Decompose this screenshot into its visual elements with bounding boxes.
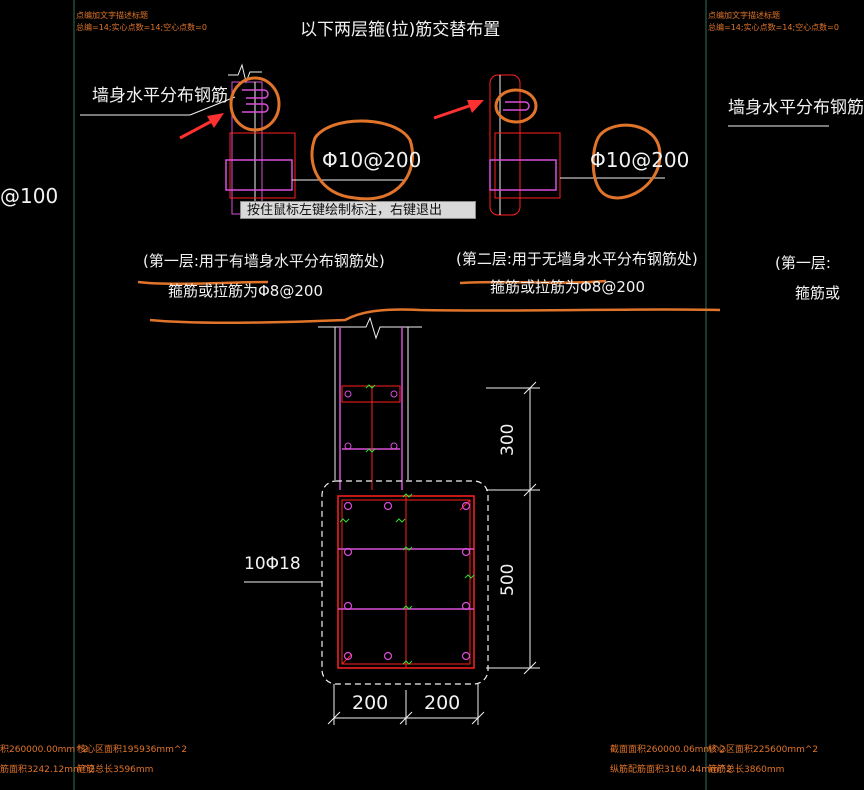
drawing-title: 以下两层箍(拉)筋交替布置 <box>300 20 501 40</box>
far-left-rebar-spec: @100 <box>0 184 59 208</box>
dimension-500: 500 <box>498 563 518 596</box>
main-rebar-spec: 10Φ18 <box>244 554 301 574</box>
right-rebar-spec: Φ10@200 <box>590 148 690 172</box>
header-left-line1: 点编加文字描述标题 <box>76 11 148 20</box>
right-detail <box>433 74 829 216</box>
section-area-right: 截面面积260000.06mm^2 <box>610 745 726 755</box>
layer1-note-line2: 箍筋或拉筋为Φ8@200 <box>168 282 323 300</box>
layer1-note-line1: (第一层:用于有墙身水平分布钢筋处) <box>143 252 385 270</box>
header-right-line1: 点编加文字描述标题 <box>708 11 780 20</box>
stirrup-length-far: 箍筋总长3860mm <box>708 765 785 775</box>
stirrup-length-mid: 箍筋总长3596mm <box>77 765 154 775</box>
rebar-area-right: 纵筋配筋面积3160.44mm^2 <box>610 765 733 775</box>
header-right-line2: 总编=14;实心点数=14;空心点数=0 <box>708 23 839 32</box>
cad-drawing-canvas[interactable] <box>0 0 829 790</box>
layer2-note-line2: 箍筋或拉筋为Φ8@200 <box>490 278 645 296</box>
dimension-200-right: 200 <box>424 692 461 714</box>
layer2-note-line1: (第二层:用于无墙身水平分布钢筋处) <box>456 250 698 268</box>
dimensions <box>327 381 540 725</box>
left-detail <box>80 63 415 215</box>
orange-markup <box>137 279 721 324</box>
rebar-area-left: 筋面积3242.12mm^2 <box>0 765 96 775</box>
left-wall-rebar-label: 墙身水平分布钢筋 <box>92 86 228 106</box>
dimension-300: 300 <box>498 423 518 456</box>
header-left-line2: 总编=14;实心点数=14;空心点数=0 <box>76 23 207 32</box>
far-right-note-line2: 箍筋或 <box>795 284 841 302</box>
core-area-far: 核心区面积225600mm^2 <box>708 745 819 755</box>
cursor-tooltip: 按住鼠标左键绘制标注，右键退出 <box>240 201 476 219</box>
far-right-note-line1: (第一层: <box>775 254 831 272</box>
left-rebar-spec: Φ10@200 <box>322 148 422 172</box>
core-area-mid: 核心区面积195936mm^2 <box>77 745 188 755</box>
dimension-200-left: 200 <box>352 692 389 714</box>
section-area-left: 积260000.00mm^2 <box>0 745 89 755</box>
right-wall-rebar-label: 墙身水平分布钢筋 <box>728 98 864 118</box>
column-section <box>244 316 489 685</box>
